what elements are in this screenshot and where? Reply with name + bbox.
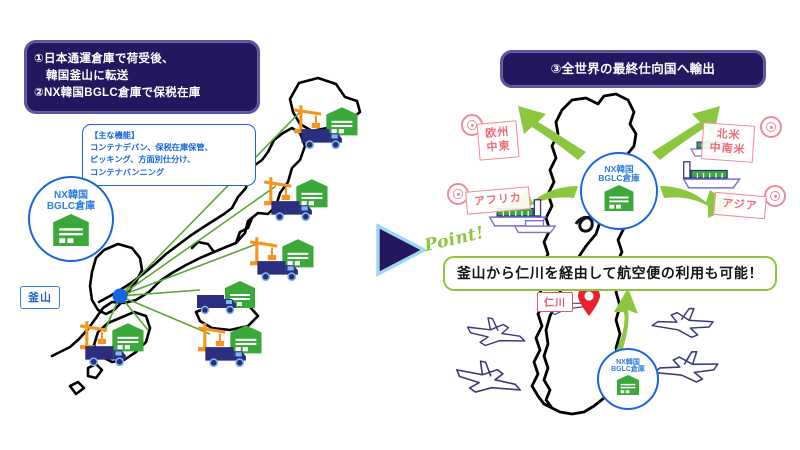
warehouse-icon xyxy=(296,179,328,208)
point-label: Point! xyxy=(422,222,487,256)
dest-asia-line-1: アジア xyxy=(721,197,759,213)
container-ship-icon xyxy=(513,220,557,234)
left-step-line-1: ①日本通運倉庫で荷受後、 xyxy=(34,53,174,65)
airplane-icon xyxy=(466,317,526,347)
truck-icon xyxy=(271,201,312,222)
crane-icon xyxy=(264,177,292,206)
bglc-bubble-left-line-1: NX韓国 xyxy=(54,190,88,201)
warehouse-icon xyxy=(230,325,262,354)
airplane-icon xyxy=(651,307,714,339)
airplane-icon xyxy=(653,350,719,383)
site-icons-kyushu xyxy=(80,321,144,367)
left-step-line-2: 韓国釜山に転送 xyxy=(46,70,129,82)
site-icons-chubu xyxy=(197,281,255,315)
feature-callout-box: 【主な機能】 コンテナデバン、保税在庫保管、 ピッキング、方面別仕分け、 コンテ… xyxy=(82,124,256,186)
dest-americas-stamp: 北米 中南米 xyxy=(700,122,756,163)
dest-africa-stamp: アフリカ xyxy=(465,186,531,215)
feature-callout-line-1: コンテナデバン、保税在庫保管、 xyxy=(90,143,213,153)
bglc-warehouse-bubble-lower: NX韓国 BGLC倉庫 xyxy=(597,348,659,410)
airplane-icon xyxy=(456,360,522,393)
warehouse-icon xyxy=(616,374,640,395)
warehouse-icon xyxy=(112,323,144,352)
site-icons-hokkaido xyxy=(294,105,358,150)
airplane-icons-group xyxy=(456,291,719,393)
busan-hub-dot xyxy=(112,288,128,304)
crane-icon xyxy=(198,323,226,352)
right-step-banner: ③全世界の最終仕向国へ輸出 xyxy=(500,50,766,88)
air-route-caption: 釜山から仁川を経由して航空便の利用も可能！ xyxy=(443,256,777,291)
warehouse-icon xyxy=(225,281,255,308)
warehouse-icon xyxy=(326,107,358,136)
incheon-label: 仁川 xyxy=(537,292,573,312)
dest-americas-line-2: 中南米 xyxy=(709,141,746,157)
stamp-seal-icon xyxy=(764,185,786,207)
truck-icon xyxy=(205,347,246,368)
feature-callout-line-2: ピッキング、方面別仕分け、 xyxy=(90,155,196,165)
crane-icon xyxy=(80,321,108,350)
crane-icon xyxy=(250,237,278,266)
bglc-bubble-center-line-2: BGLC倉庫 xyxy=(598,173,640,184)
warehouse-icon xyxy=(53,214,89,246)
feature-callout-title: 【主な機能】 xyxy=(90,131,140,140)
dest-europe-mideast-line-2: 中東 xyxy=(486,139,512,154)
truck-icon xyxy=(197,295,236,315)
divider-triangle-icon xyxy=(376,223,428,277)
ship-and-wave-decoration xyxy=(513,215,602,234)
bglc-bubble-lower-line-2: BGLC倉庫 xyxy=(611,366,645,374)
truck-icon xyxy=(85,346,126,367)
dest-africa-line-1: アフリカ xyxy=(473,191,523,209)
left-step-banner: ①日本通運倉庫で荷受後、 韓国釜山に転送 ②NX韓国BGLC倉庫で保税在庫 xyxy=(24,40,260,114)
site-icons-kansai xyxy=(198,323,262,368)
stamp-seal-icon xyxy=(760,116,782,138)
warehouse-icon xyxy=(604,185,634,212)
bglc-bubble-lower-line-1: NX韓国 xyxy=(616,359,640,366)
bglc-warehouse-bubble-left: NX韓国 BGLC倉庫 xyxy=(28,176,114,262)
truck-icon xyxy=(257,261,298,282)
bglc-bubble-center-line-1: NX韓国 xyxy=(604,164,634,174)
crane-icon xyxy=(294,105,322,134)
dest-europe-mideast-stamp: 欧州 中東 xyxy=(476,120,520,161)
site-icons-kanto xyxy=(250,237,314,282)
left-step-line-3: ②NX韓国BGLC倉庫で保税在庫 xyxy=(34,87,201,99)
bglc-bubble-left-line-2: BGLC倉庫 xyxy=(46,200,96,212)
dest-asia-stamp: アジア xyxy=(713,191,767,220)
bglc-warehouse-bubble-center: NX韓国 BGLC倉庫 xyxy=(580,152,658,230)
container-ship-icon xyxy=(682,161,741,189)
feature-callout-line-3: コンテナバンニング xyxy=(90,167,165,177)
warehouse-icon xyxy=(282,239,314,268)
site-icons-tohoku xyxy=(264,177,328,222)
busan-label: 釜山 xyxy=(20,286,60,309)
truck-icon xyxy=(301,129,342,150)
